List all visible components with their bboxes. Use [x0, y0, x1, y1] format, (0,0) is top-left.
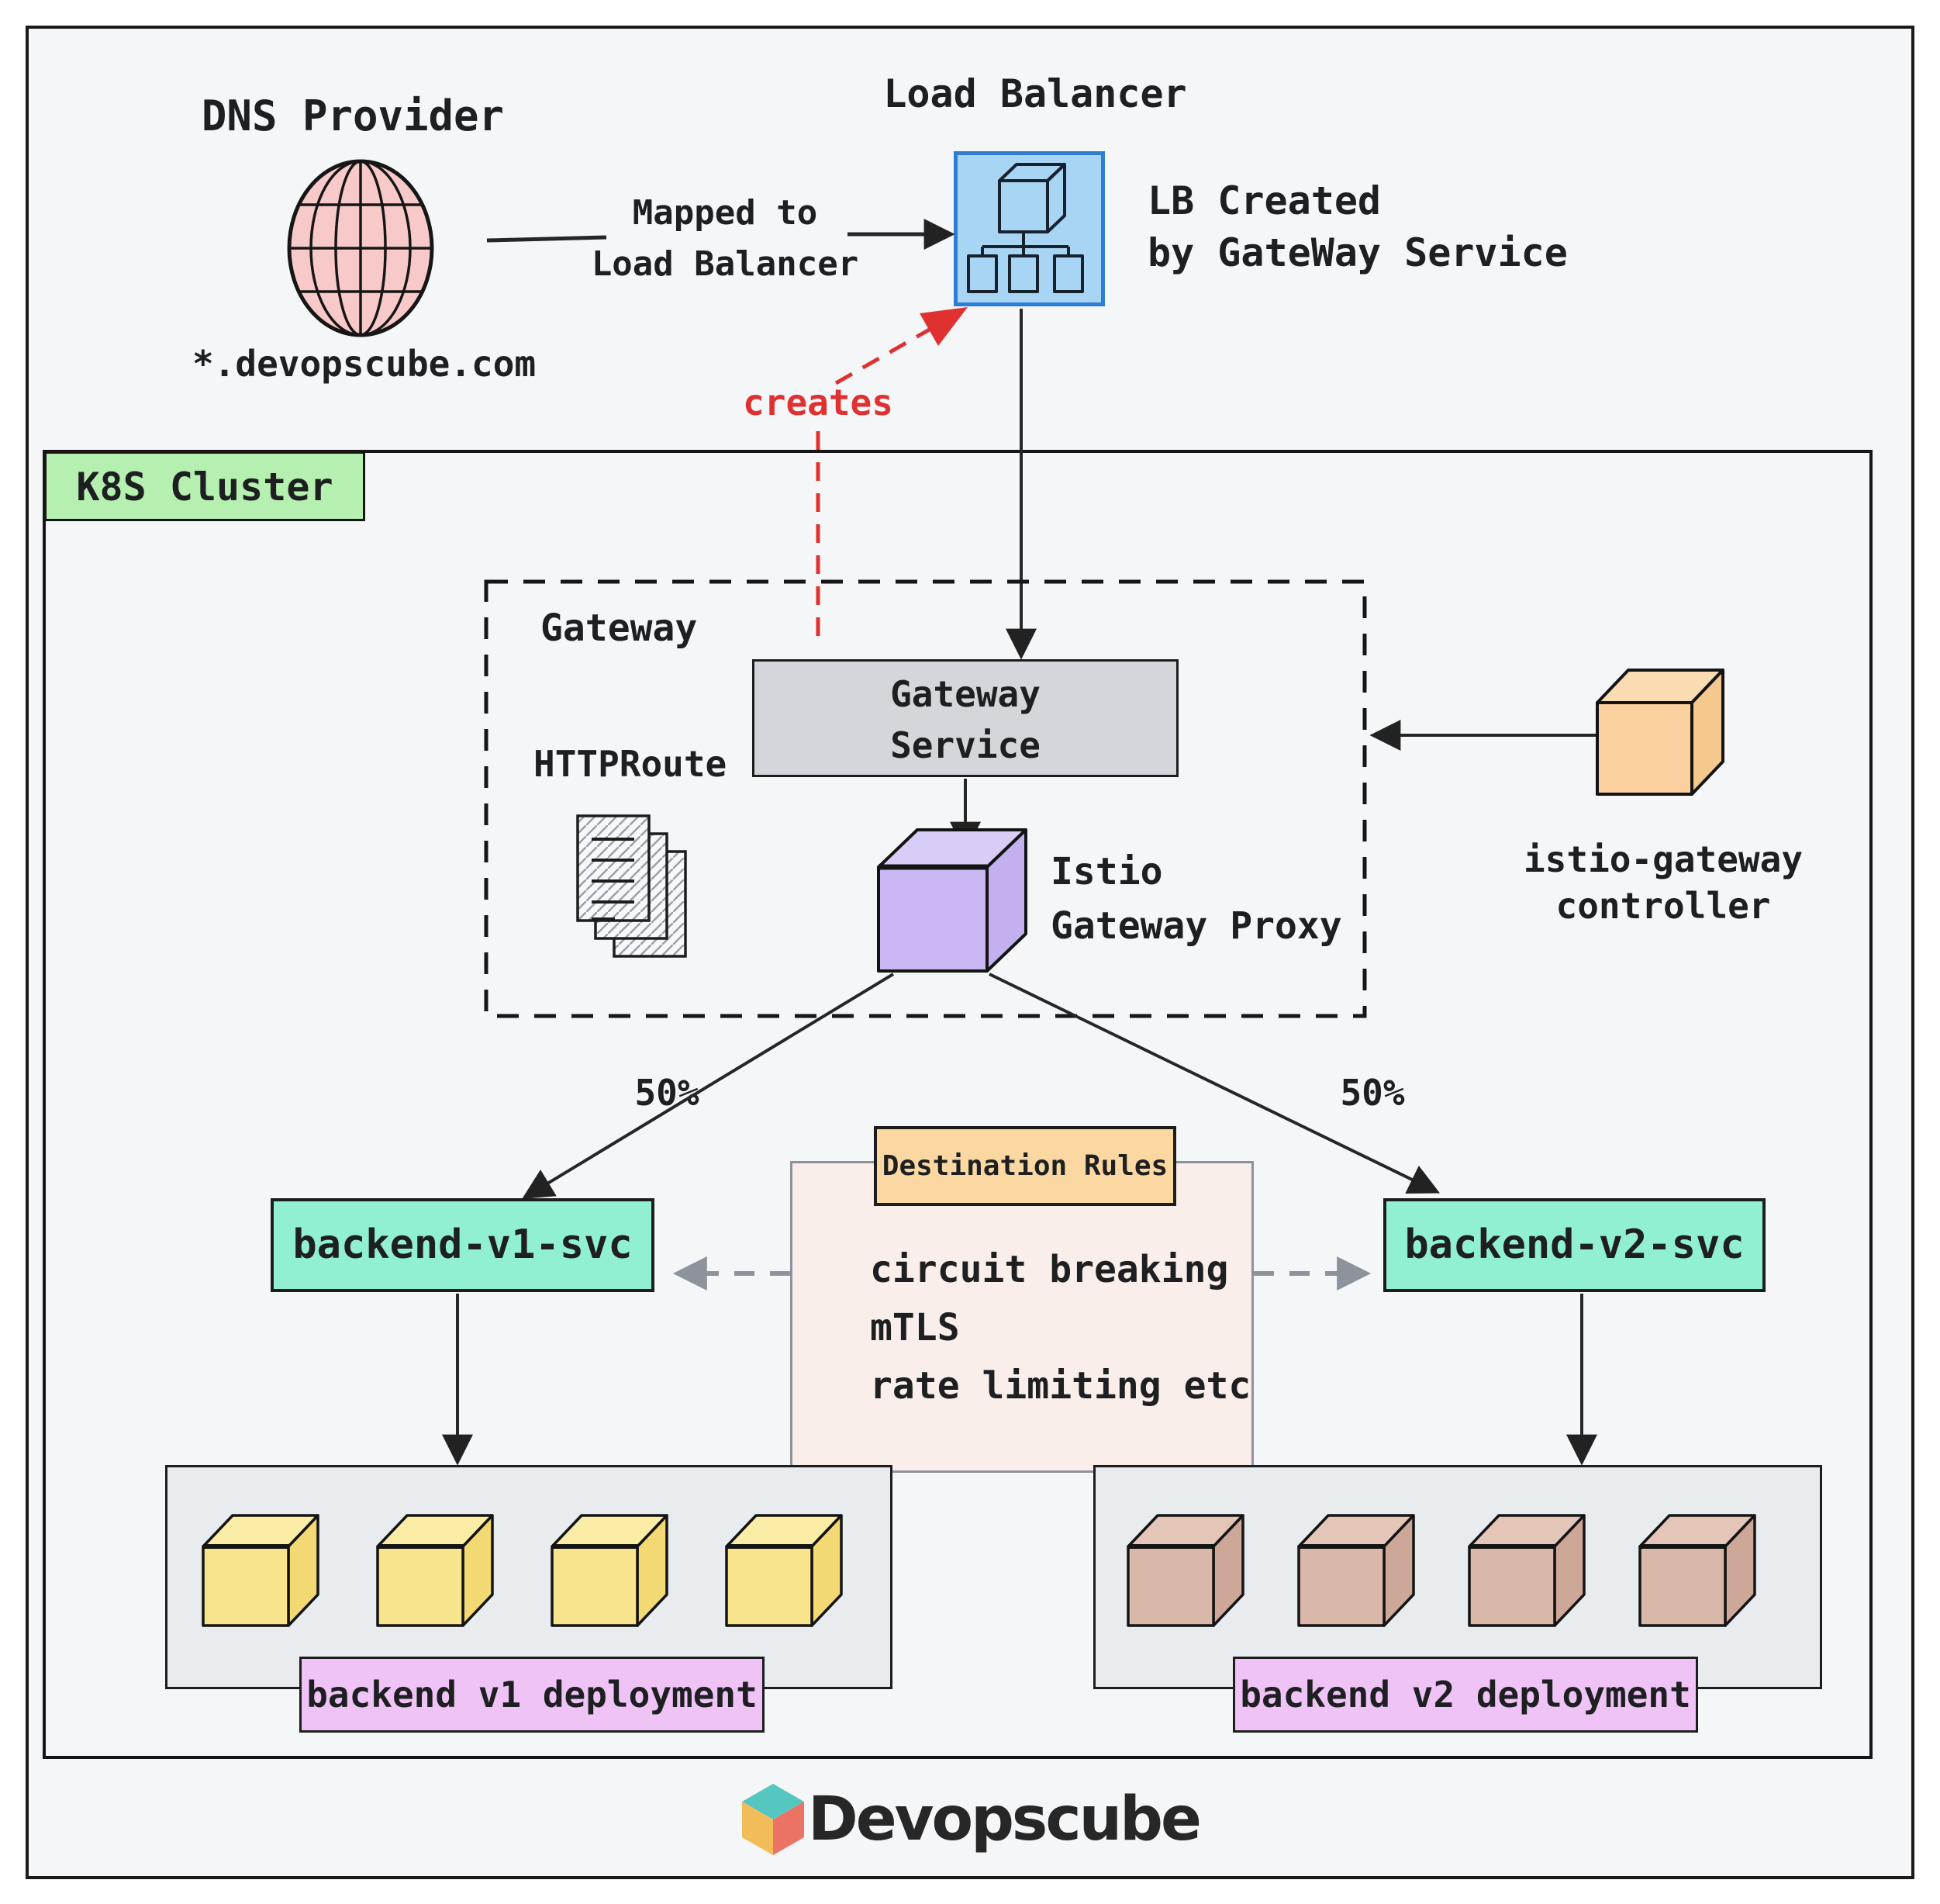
gateway-service-line2: Service: [890, 724, 1041, 766]
mapping-label-line2: Load Balancer: [591, 244, 859, 284]
dns-domain-label: *.devopscube.com: [192, 343, 537, 385]
destination-rules-box: circuit breaking mTLS rate limiting etc: [790, 1161, 1254, 1473]
devopscube-logo-text: Devopscube: [808, 1785, 1202, 1854]
k8s-cluster-box: [43, 450, 1873, 1759]
destination-rule-item: mTLS: [870, 1306, 960, 1349]
gateway-service-line1: Gateway: [890, 673, 1041, 715]
mapping-label: Mapped to Load Balancer: [570, 188, 880, 290]
load-balancer-title: Load Balancer: [883, 71, 1187, 116]
istio-proxy-line1: Istio: [1051, 850, 1163, 893]
backend-v1-deployment-box: [165, 1465, 892, 1689]
gateway-service-box: Gateway Service: [752, 659, 1179, 777]
traffic-split-left-label: 50%: [634, 1072, 699, 1114]
backend-v2-deployment-box: [1093, 1465, 1822, 1689]
destination-rules-header: Destination Rules: [874, 1126, 1176, 1206]
load-balancer-box: [954, 151, 1105, 306]
controller-line2: controller: [1555, 885, 1771, 927]
dns-provider-title: DNS Provider: [201, 92, 505, 140]
controller-line1: istio-gateway: [1523, 838, 1804, 880]
backend-v1-service-box: backend-v1-svc: [271, 1198, 654, 1292]
destination-rule-item: circuit breaking: [870, 1248, 1229, 1291]
istio-proxy-label: Istio Gateway Proxy: [1051, 845, 1342, 953]
istio-gateway-controller-label: istio-gateway controller: [1512, 836, 1814, 929]
creates-label: creates: [743, 382, 893, 423]
traffic-split-right-label: 50%: [1340, 1072, 1405, 1114]
mapping-label-line1: Mapped to: [632, 193, 818, 233]
gateway-group-label: Gateway: [540, 606, 698, 650]
load-balancer-note: LB Created by GateWay Service: [1148, 175, 1568, 279]
destination-rule-item: rate limiting etc: [870, 1364, 1251, 1408]
lb-note-line1: LB Created: [1148, 178, 1382, 223]
backend-v2-deployment-label: backend v2 deployment: [1233, 1657, 1698, 1733]
k8s-cluster-label: K8S Cluster: [44, 451, 365, 521]
lb-note-line2: by GateWay Service: [1148, 230, 1568, 275]
httproute-label: HTTPRoute: [533, 743, 727, 785]
backend-v1-deployment-label: backend v1 deployment: [299, 1657, 765, 1733]
backend-v2-service-box: backend-v2-svc: [1383, 1198, 1766, 1292]
istio-proxy-line2: Gateway Proxy: [1051, 904, 1342, 948]
